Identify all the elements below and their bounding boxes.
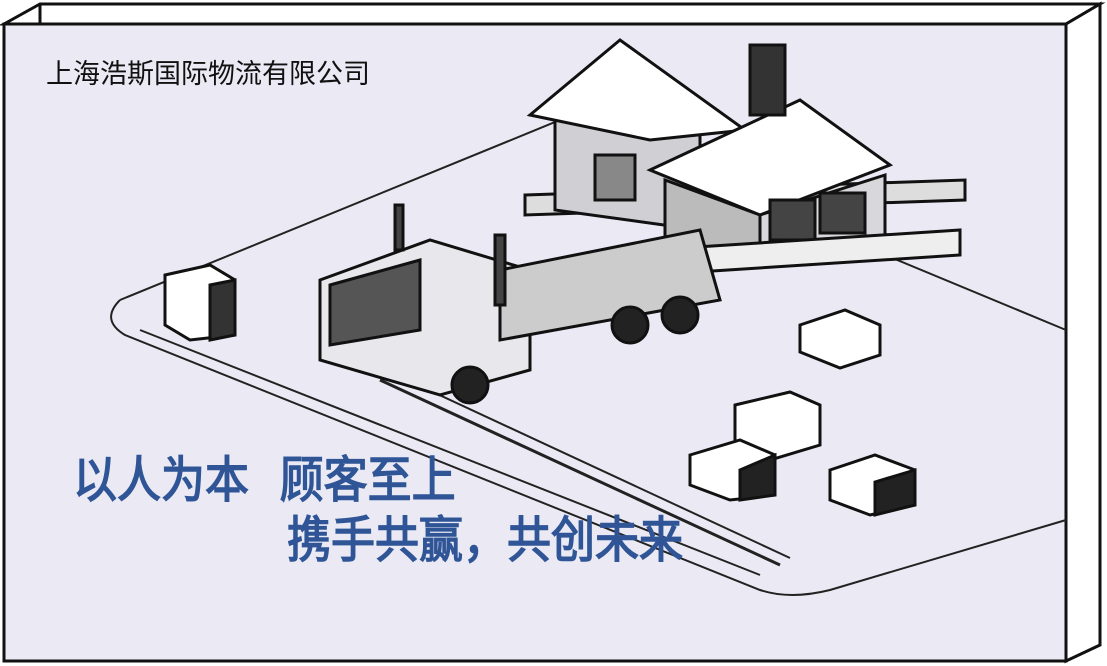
company-name: 上海浩斯国际物流有限公司: [46, 59, 370, 90]
house-icon: [523, 38, 967, 277]
boxes-icon: [163, 263, 917, 517]
slogan-line-1: 以人为本 顾客至上: [73, 452, 456, 510]
frame-side: [1064, 1, 1102, 664]
truck-icon: [318, 203, 722, 405]
slogan-line-2: 携手共赢，共创未来: [287, 512, 683, 570]
frame-top: [0, 2, 1106, 26]
